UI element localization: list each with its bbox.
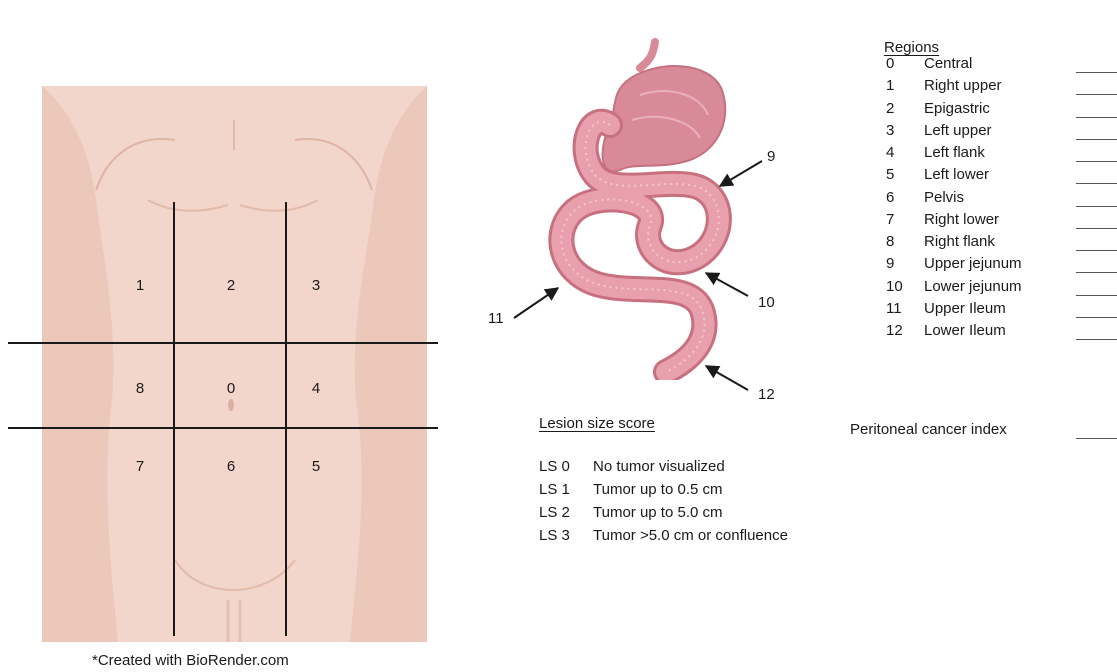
region-row-number: 0 <box>886 55 924 72</box>
small-intestine-illustration <box>470 30 760 380</box>
region-score-blank[interactable] <box>1076 117 1117 118</box>
region-row-number: 9 <box>886 255 924 272</box>
region-row-name: Right flank <box>924 233 1078 250</box>
region-row-number: 4 <box>886 144 924 161</box>
region-row-name: Left flank <box>924 144 1078 161</box>
segment-label-10: 10 <box>758 294 775 311</box>
segment-label-9: 9 <box>767 148 775 165</box>
segment-label-12: 12 <box>758 386 775 403</box>
lesion-size-heading: Lesion size score <box>539 415 655 432</box>
region-row-number: 10 <box>886 278 924 295</box>
region-row-name: Left upper <box>924 122 1078 139</box>
region-score-blank[interactable] <box>1076 228 1117 229</box>
lesion-score-row: LS 0 No tumor visualized <box>539 458 725 475</box>
region-score-blank[interactable] <box>1076 183 1117 184</box>
region-row-number: 12 <box>886 322 924 339</box>
lesion-score-description: Tumor up to 5.0 cm <box>593 504 723 521</box>
region-number-8: 8 <box>125 380 155 397</box>
region-score-blank[interactable] <box>1076 206 1117 207</box>
region-row-name: Upper Ileum <box>924 300 1078 317</box>
region-score-blank[interactable] <box>1076 139 1117 140</box>
lesion-score-row: LS 3 Tumor >5.0 cm or confluence <box>539 527 788 544</box>
region-number-5: 5 <box>301 458 331 475</box>
region-number-3: 3 <box>301 277 331 294</box>
region-score-blank[interactable] <box>1076 339 1117 340</box>
region-number-0: 0 <box>216 380 246 397</box>
lesion-score-row: LS 2 Tumor up to 5.0 cm <box>539 504 723 521</box>
region-row-name: Left lower <box>924 166 1078 183</box>
lesion-score-description: Tumor >5.0 cm or confluence <box>593 527 788 544</box>
region-number-2: 2 <box>216 277 246 294</box>
region-row-name: Lower jejunum <box>924 278 1078 295</box>
pci-label: Peritoneal cancer index <box>850 421 1007 438</box>
region-row-name: Right upper <box>924 77 1078 94</box>
lesion-score-code: LS 2 <box>539 504 593 521</box>
credit-note: *Created with BioRender.com <box>92 652 289 669</box>
region-row-name: Central <box>924 55 1078 72</box>
region-row-number: 5 <box>886 166 924 183</box>
lesion-score-code: LS 1 <box>539 481 593 498</box>
region-row-number: 8 <box>886 233 924 250</box>
region-row-number: 11 <box>886 300 924 317</box>
region-row-name: Right lower <box>924 211 1078 228</box>
lesion-score-code: LS 3 <box>539 527 593 544</box>
region-score-blank[interactable] <box>1076 295 1117 296</box>
region-number-6: 6 <box>216 458 246 475</box>
regions-heading: Regions <box>884 39 939 56</box>
region-row-number: 2 <box>886 100 924 117</box>
region-row-name: Epigastric <box>924 100 1078 117</box>
region-score-blank[interactable] <box>1076 272 1117 273</box>
region-row-number: 7 <box>886 211 924 228</box>
lesion-score-description: No tumor visualized <box>593 458 725 475</box>
region-score-blank[interactable] <box>1076 94 1117 95</box>
region-row-name: Pelvis <box>924 189 1078 206</box>
region-score-blank[interactable] <box>1076 317 1117 318</box>
lesion-score-code: LS 0 <box>539 458 593 475</box>
region-row-number: 1 <box>886 77 924 94</box>
region-row-number: 6 <box>886 189 924 206</box>
region-number-1: 1 <box>125 277 155 294</box>
region-score-blank[interactable] <box>1076 161 1117 162</box>
region-score-blank[interactable] <box>1076 72 1117 73</box>
segment-label-11: 11 <box>488 310 504 327</box>
pci-score-blank[interactable] <box>1076 438 1117 439</box>
lesion-score-description: Tumor up to 0.5 cm <box>593 481 723 498</box>
lesion-score-row: LS 1 Tumor up to 0.5 cm <box>539 481 723 498</box>
region-row-name: Lower Ileum <box>924 322 1078 339</box>
region-row-name: Upper jejunum <box>924 255 1078 272</box>
region-row-number: 3 <box>886 122 924 139</box>
region-number-4: 4 <box>301 380 331 397</box>
region-score-blank[interactable] <box>1076 250 1117 251</box>
torso-illustration <box>0 0 440 650</box>
region-number-7: 7 <box>125 458 155 475</box>
